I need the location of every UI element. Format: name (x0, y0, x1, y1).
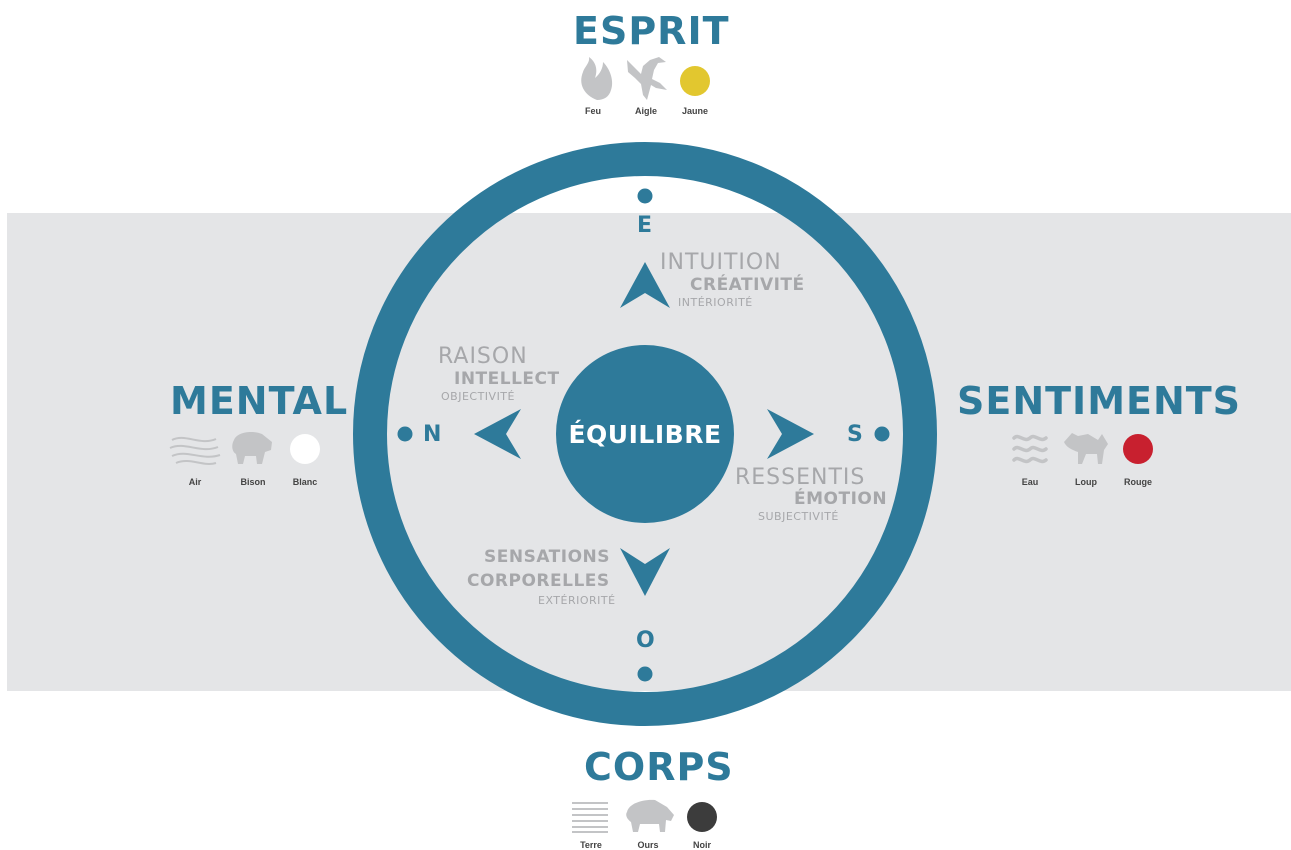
creativite-label: CRÉATIVITÉ (690, 275, 805, 295)
left-dot (397, 426, 413, 442)
white-circle-icon (290, 434, 320, 464)
wind-icon (169, 436, 221, 465)
loup-caption: Loup (1075, 477, 1097, 487)
subjectivite-label: SUBJECTIVITÉ (758, 510, 839, 523)
direction-north-label: N (423, 422, 442, 447)
arrow-down-icon (620, 548, 670, 596)
emotion-label: ÉMOTION (794, 489, 888, 509)
intellect-label: INTELLECT (454, 369, 560, 389)
intuition-label: INTUITION (660, 250, 782, 275)
corps-title: CORPS (584, 745, 734, 789)
ressentis-label: RESSENTIS (735, 465, 866, 490)
ours-caption: Ours (637, 840, 659, 850)
exteriorite-label: EXTÉRIORITÉ (538, 594, 616, 607)
esprit-title: ESPRIT (573, 9, 730, 53)
interiorite-label: INTÉRIORITÉ (678, 296, 753, 309)
red-circle-icon (1123, 434, 1153, 464)
feu-caption: Feu (584, 106, 601, 116)
direction-south-label: S (847, 422, 863, 447)
direction-east-label: E (637, 213, 653, 238)
jaune-caption: Jaune (681, 106, 708, 116)
center-circle (556, 345, 734, 523)
rouge-caption: Rouge (1124, 477, 1152, 487)
arrow-right-icon (767, 409, 814, 459)
direction-west-label: O (636, 628, 655, 653)
arrow-left-icon (474, 409, 521, 459)
top-dot (637, 188, 653, 204)
right-dot (874, 426, 890, 442)
air-caption: Air (188, 477, 202, 487)
aigle-caption: Aigle (634, 106, 657, 116)
noir-caption: Noir (693, 840, 711, 850)
objectivite-label: OBJECTIVITÉ (441, 390, 515, 403)
corporelles-label: CORPORELLES (467, 571, 610, 591)
sensations-label: SENSATIONS (484, 547, 611, 567)
raison-label: RAISON (438, 344, 528, 369)
water-icon (1012, 434, 1048, 464)
terre-caption: Terre (580, 840, 602, 850)
blanc-caption: Blanc (292, 477, 318, 487)
earth-lines-icon (572, 802, 608, 833)
bison-icon (232, 432, 272, 464)
outer-ring (353, 142, 937, 726)
equilibre-label: ÉQUILIBRE (568, 419, 722, 449)
black-circle-icon (687, 802, 717, 832)
yellow-circle-icon (680, 66, 710, 96)
bottom-dot (637, 666, 653, 682)
bison-caption: Bison (240, 477, 266, 487)
eagle-icon (627, 57, 667, 100)
arrow-up-icon (620, 262, 670, 308)
sentiments-title: SENTIMENTS (957, 379, 1242, 423)
bear-icon (626, 799, 674, 832)
fire-icon (581, 57, 613, 100)
wolf-icon (1064, 433, 1108, 464)
eau-caption: Eau (1021, 477, 1039, 487)
mental-title: MENTAL (170, 379, 349, 423)
